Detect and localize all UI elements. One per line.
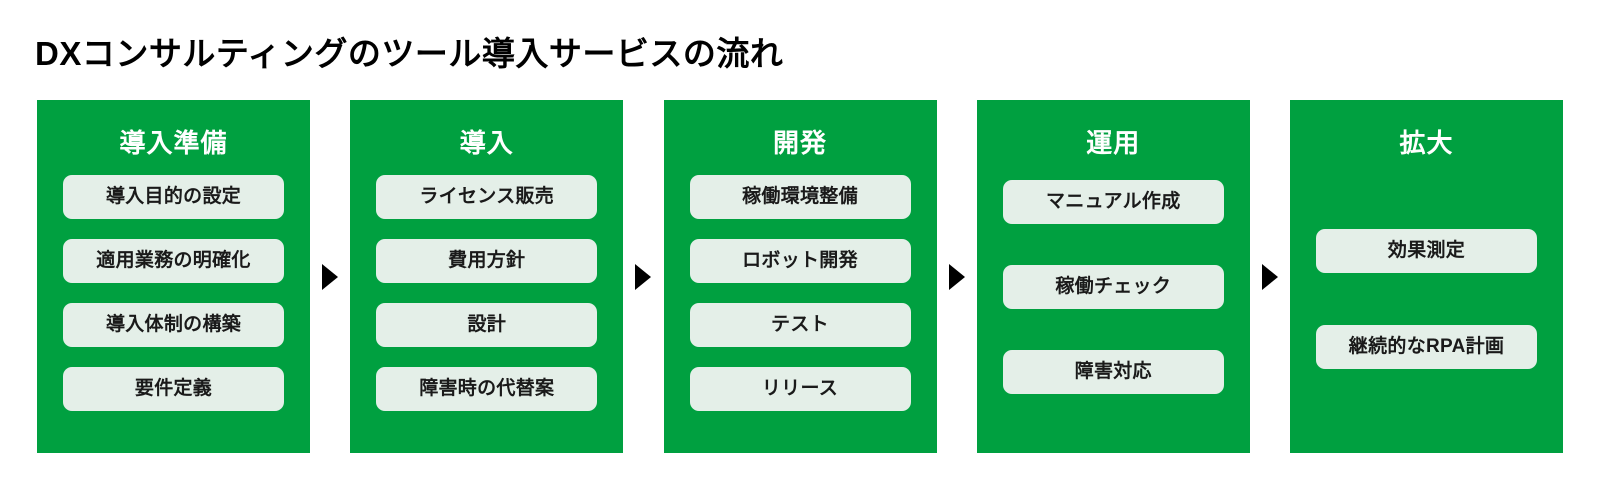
- stage-3-item-4[interactable]: リリース: [689, 367, 911, 411]
- stage-4-item-2[interactable]: 稼働チェック: [1002, 265, 1224, 309]
- stage-4-title: 運用: [1086, 128, 1141, 158]
- stage-3-item-3[interactable]: テスト: [689, 303, 911, 347]
- stage-2-items: ライセンス販売 費用方針 設計 障害時の代替案: [350, 158, 623, 453]
- triangle-right-icon: [635, 263, 652, 290]
- connector-1: [310, 100, 350, 453]
- stage-5-items: 効果測定 継続的なRPA計画: [1290, 158, 1563, 453]
- connector-3: [937, 100, 977, 453]
- stage-2[interactable]: 導入 ライセンス販売 費用方針 設計 障害時の代替案: [350, 100, 624, 453]
- stage-1-item-1[interactable]: 導入目的の設定: [63, 175, 284, 219]
- stage-4-items: マニュアル作成 稼働チェック 障害対応: [977, 158, 1250, 453]
- stage-3-item-2[interactable]: ロボット開発: [689, 239, 911, 283]
- stage-3[interactable]: 開発 稼働環境整備 ロボット開発 テスト リリース: [663, 100, 937, 453]
- triangle-right-icon: [948, 263, 965, 290]
- stage-1-item-4[interactable]: 要件定義: [63, 367, 284, 411]
- stage-1-item-3[interactable]: 導入体制の構築: [63, 303, 284, 347]
- stage-5-title: 拡大: [1399, 128, 1454, 158]
- stage-1-items: 導入目的の設定 適用業務の明確化 導入体制の構築 要件定義: [37, 158, 310, 453]
- connector-4: [1250, 100, 1290, 453]
- stage-5-item-1[interactable]: 効果測定: [1316, 228, 1537, 273]
- stage-3-title: 開発: [772, 128, 827, 158]
- stage-2-title: 導入: [459, 128, 514, 158]
- stage-2-item-3[interactable]: 設計: [376, 303, 598, 347]
- stage-1[interactable]: 導入準備 導入目的の設定 適用業務の明確化 導入体制の構築 要件定義: [37, 100, 310, 453]
- stage-4-item-1[interactable]: マニュアル作成: [1002, 180, 1224, 224]
- process-flow: 導入準備 導入目的の設定 適用業務の明確化 導入体制の構築 要件定義 導入 ライ…: [37, 100, 1563, 453]
- stage-2-item-2[interactable]: 費用方針: [376, 239, 598, 283]
- connector-2: [623, 100, 663, 453]
- stage-2-item-4[interactable]: 障害時の代替案: [376, 367, 598, 411]
- stage-5-item-2[interactable]: 継続的なRPA計画: [1316, 324, 1537, 369]
- stage-3-items: 稼働環境整備 ロボット開発 テスト リリース: [664, 158, 937, 453]
- triangle-right-icon: [1261, 263, 1278, 290]
- stage-4[interactable]: 運用 マニュアル作成 稼働チェック 障害対応: [976, 100, 1250, 453]
- stage-5[interactable]: 拡大 効果測定 継続的なRPA計画: [1290, 100, 1563, 453]
- stage-1-item-2[interactable]: 適用業務の明確化: [63, 239, 284, 283]
- stage-3-item-1[interactable]: 稼働環境整備: [689, 175, 911, 219]
- page-title: DXコンサルティングのツール導入サービスの流れ: [35, 35, 784, 72]
- stage-1-title: 導入準備: [119, 128, 228, 158]
- stage-4-item-3[interactable]: 障害対応: [1002, 350, 1224, 394]
- triangle-right-icon: [322, 263, 339, 290]
- stage-2-item-1[interactable]: ライセンス販売: [376, 175, 598, 219]
